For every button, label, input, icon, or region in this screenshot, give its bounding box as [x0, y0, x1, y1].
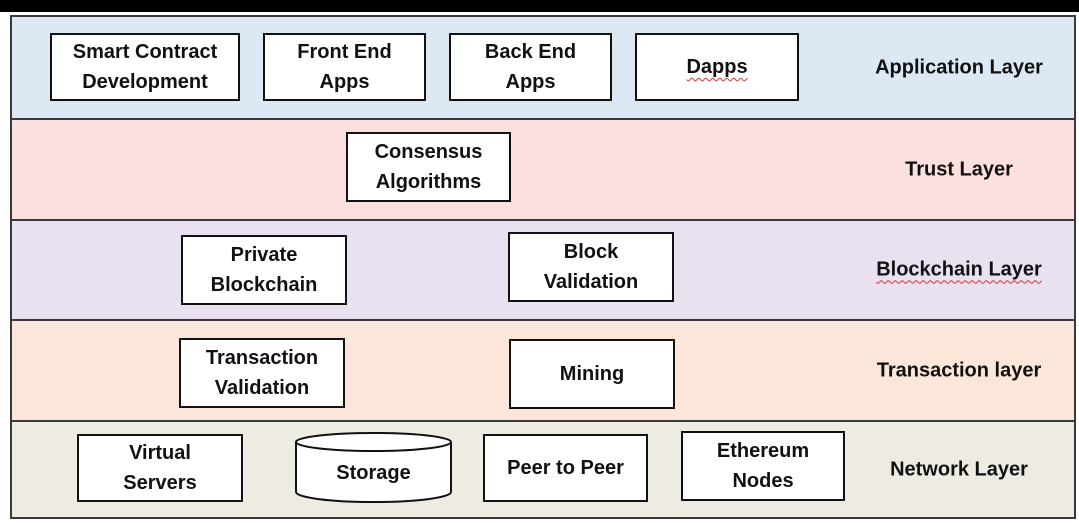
top-black-bar: [0, 0, 1079, 12]
peer-to-peer-box: Peer to Peer: [483, 434, 648, 502]
consensus-algorithms-box: Consensus Algorithms: [346, 132, 511, 202]
storage-label: Storage: [336, 462, 411, 484]
transaction-validation-box: Transaction Validation: [179, 338, 345, 408]
transaction-layer-label: Transaction layer: [876, 359, 1042, 381]
dapps-box: Dapps: [635, 33, 799, 101]
private-blockchain-box: Private Blockchain: [181, 235, 347, 305]
back-end-apps-box: Back End Apps: [449, 33, 612, 101]
dapps-text: Dapps: [686, 56, 748, 78]
trust-layer-label: Trust Layer: [905, 158, 1013, 180]
blockchain-layer-label: Blockchain Layer: [864, 259, 1054, 282]
front-end-apps-box: Front End Apps: [263, 33, 426, 101]
transaction-layer: Transaction Validation Mining Transactio…: [12, 321, 1074, 422]
private-blockchain-text: Private Blockchain: [210, 244, 318, 296]
application-layer-label: Application Layer: [875, 56, 1043, 78]
smart-contract-development-box: Smart Contract Development: [50, 33, 240, 101]
mining-box: Mining: [509, 339, 675, 409]
blockchain-layer: Private Blockchain Block Validation Bloc…: [12, 221, 1074, 321]
network-layer-label: Network Layer: [890, 458, 1028, 480]
ethereum-nodes-box: Ethereum Nodes: [681, 431, 845, 501]
storage-cylinder-icon: [295, 432, 452, 503]
blockchain-architecture-diagram: Smart Contract Development Front End App…: [10, 15, 1076, 519]
virtual-servers-box: Virtual Servers: [77, 434, 243, 502]
block-validation-box: Block Validation: [508, 232, 674, 302]
application-layer: Smart Contract Development Front End App…: [12, 17, 1074, 120]
blockchain-layer-text: Blockchain Layer: [876, 258, 1042, 281]
network-layer: Virtual Servers Storage Peer to Peer Eth…: [12, 422, 1074, 517]
trust-layer: Consensus Algorithms Trust Layer: [12, 120, 1074, 221]
